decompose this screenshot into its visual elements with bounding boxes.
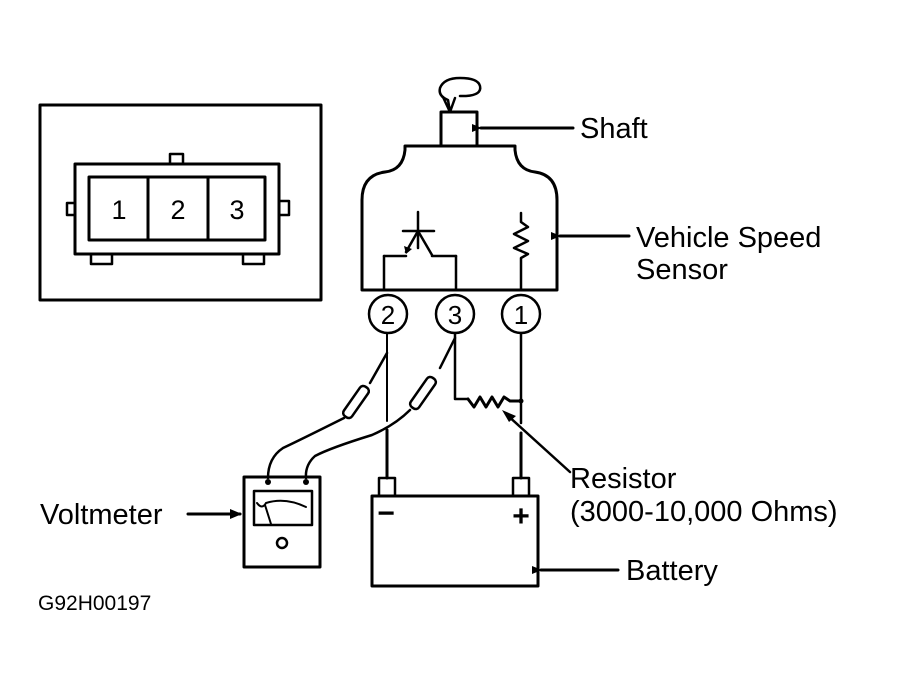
battery-negative-post (377, 476, 397, 498)
sensor-housing (360, 144, 559, 292)
voltmeter-scale (256, 499, 307, 508)
battery-positive-symbol: + (512, 500, 530, 533)
voltmeter-dial (252, 489, 314, 527)
connector-tab-top (168, 152, 185, 166)
connector-foot-right (241, 252, 266, 266)
voltmeter-label: Voltmeter (40, 499, 163, 531)
voltmeter-knob (275, 536, 289, 550)
resistor-label-line2: (3000-10,000 Ohms) (570, 496, 838, 528)
connector-tab-left (65, 201, 77, 217)
shaft-label: Shaft (580, 113, 648, 145)
connector-view: 1 2 3 (38, 103, 323, 302)
probe-lead (304, 408, 412, 480)
connector-tab-right (277, 199, 291, 217)
sensor-label-line1: Vehicle Speed (636, 222, 821, 254)
battery-body (370, 494, 540, 588)
external-resistor-icon (466, 395, 523, 409)
battery-negative-symbol: − (377, 497, 395, 530)
voltmeter-needle-icon (264, 504, 272, 525)
connector-terminal-label: 2 (170, 195, 185, 225)
figure-code: G92H00197 (38, 592, 151, 615)
voltmeter-body (242, 475, 322, 569)
voltmeter-callout-arrow-icon (230, 509, 242, 519)
probe-lead (438, 336, 457, 370)
probe-handle (341, 384, 371, 420)
probe-lead (266, 416, 346, 480)
sensor-terminal-label: 3 (448, 300, 462, 330)
probe-lead (368, 351, 389, 385)
shaft (439, 110, 479, 148)
probe-handle (408, 375, 438, 411)
transistor-symbol-icon (382, 210, 458, 292)
battery: − + (370, 476, 540, 588)
connector-terminal-label: 3 (229, 195, 244, 225)
connector-terminal-label: 1 (111, 195, 126, 225)
voltmeter (242, 475, 322, 569)
resistor-leader (504, 412, 572, 474)
internal-resistor-icon (512, 211, 530, 292)
vehicle-speed-sensor: 2 3 1 (360, 76, 559, 335)
connector-face (87, 175, 267, 242)
rotation-arrow-icon (438, 76, 482, 114)
connector-foot-left (89, 252, 114, 266)
wiring (265, 331, 572, 485)
battery-label: Battery (626, 555, 718, 587)
wire-terminal-3 (453, 331, 470, 401)
resistor-label-line1: Resistor (570, 463, 677, 495)
sensor-terminal-label: 1 (514, 300, 528, 330)
inset-frame (38, 103, 323, 302)
sensor-label-line2: Sensor (636, 254, 728, 286)
battery-positive-post (511, 476, 531, 498)
rotation-arrowhead-icon (441, 95, 457, 114)
sensor-terminal-label: 2 (381, 300, 395, 330)
